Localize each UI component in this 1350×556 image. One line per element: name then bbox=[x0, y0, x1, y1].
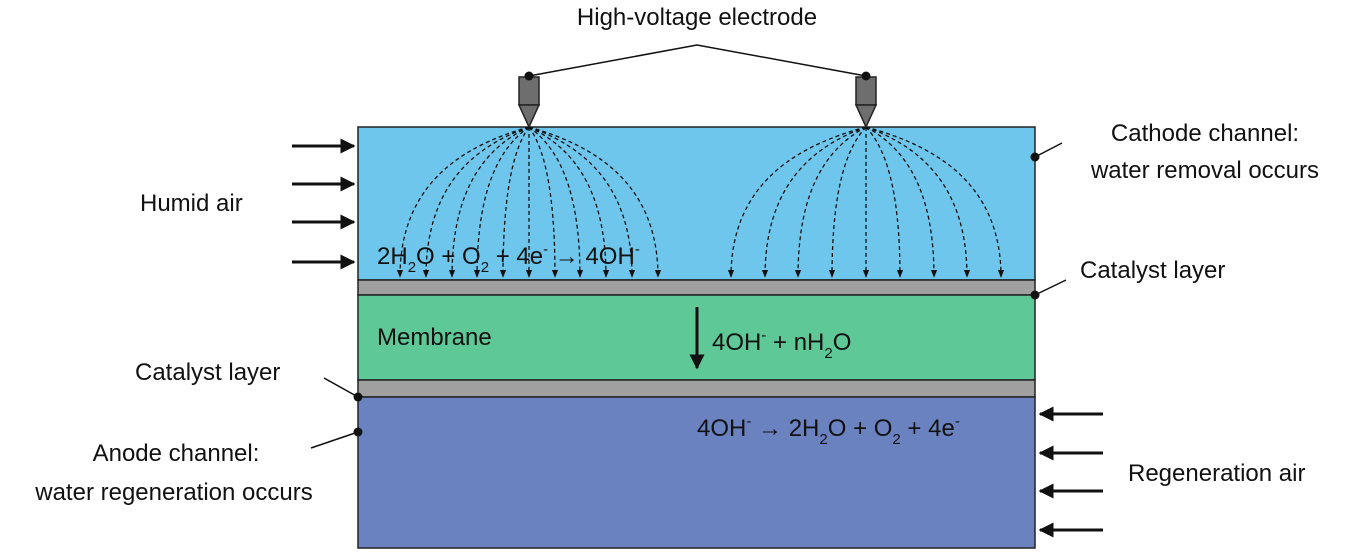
cathode-callout-line bbox=[1034, 142, 1063, 158]
cathode-reaction: 2H2O + O2 + 4e- → 4OH- bbox=[377, 241, 640, 276]
cathode-label-line1: Cathode channel: bbox=[1111, 120, 1299, 147]
membrane-transport: 4OH- + nH2O bbox=[712, 327, 851, 362]
field-line bbox=[794, 126, 867, 278]
field-line bbox=[499, 126, 530, 278]
field-line bbox=[865, 126, 1005, 278]
field-line bbox=[448, 126, 530, 278]
humid-air-arrows bbox=[292, 138, 356, 270]
needle-electrode-icon bbox=[854, 71, 878, 129]
electrode-wire bbox=[528, 44, 867, 77]
field-line bbox=[473, 126, 530, 278]
humid-air-label: Humid air bbox=[140, 190, 243, 217]
anode-callout-dot bbox=[353, 427, 363, 437]
catalyst-top-callout-line bbox=[1034, 279, 1067, 296]
anode-label-line1: Anode channel: bbox=[93, 440, 260, 467]
anode-callout-line bbox=[310, 431, 359, 449]
field-line bbox=[528, 126, 559, 278]
field-line bbox=[528, 126, 662, 278]
field-line bbox=[396, 126, 530, 278]
regeneration-air-label: Regeneration air bbox=[1128, 460, 1305, 487]
field-lines bbox=[396, 126, 1005, 278]
regeneration-air-arrows bbox=[1038, 406, 1103, 538]
anode-label-line2: water regeneration occurs bbox=[34, 479, 312, 506]
cathode-callout-dot bbox=[1030, 152, 1040, 162]
catalyst-layer-top bbox=[357, 279, 1036, 296]
anode-reaction: 4OH- → 2H2O + O2 + 4e- bbox=[697, 413, 960, 448]
cathode-channel bbox=[357, 126, 1036, 281]
cathode-label-line2: water removal occurs bbox=[1090, 157, 1319, 184]
anode-channel bbox=[357, 396, 1036, 549]
needle-electrode-icon bbox=[517, 71, 541, 129]
field-line bbox=[865, 126, 904, 278]
field-line bbox=[528, 126, 584, 278]
field-line bbox=[761, 126, 867, 278]
catalyst-bottom-label: Catalyst layer bbox=[135, 359, 280, 386]
catalyst-top-callout-dot bbox=[1030, 290, 1040, 300]
field-line bbox=[422, 126, 530, 278]
field-line bbox=[528, 126, 636, 278]
catalyst-layer-bottom bbox=[357, 379, 1036, 398]
field-line bbox=[727, 126, 867, 278]
field-line bbox=[828, 126, 867, 278]
field-line bbox=[865, 126, 971, 278]
field-line bbox=[528, 126, 610, 278]
catalyst-bottom-callout-dot bbox=[353, 392, 363, 402]
electrode-label: High-voltage electrode bbox=[577, 4, 817, 31]
catalyst-bottom-callout-line bbox=[323, 377, 359, 398]
field-line bbox=[865, 126, 938, 278]
catalyst-top-label: Catalyst layer bbox=[1080, 257, 1225, 284]
membrane-label: Membrane bbox=[377, 324, 492, 351]
